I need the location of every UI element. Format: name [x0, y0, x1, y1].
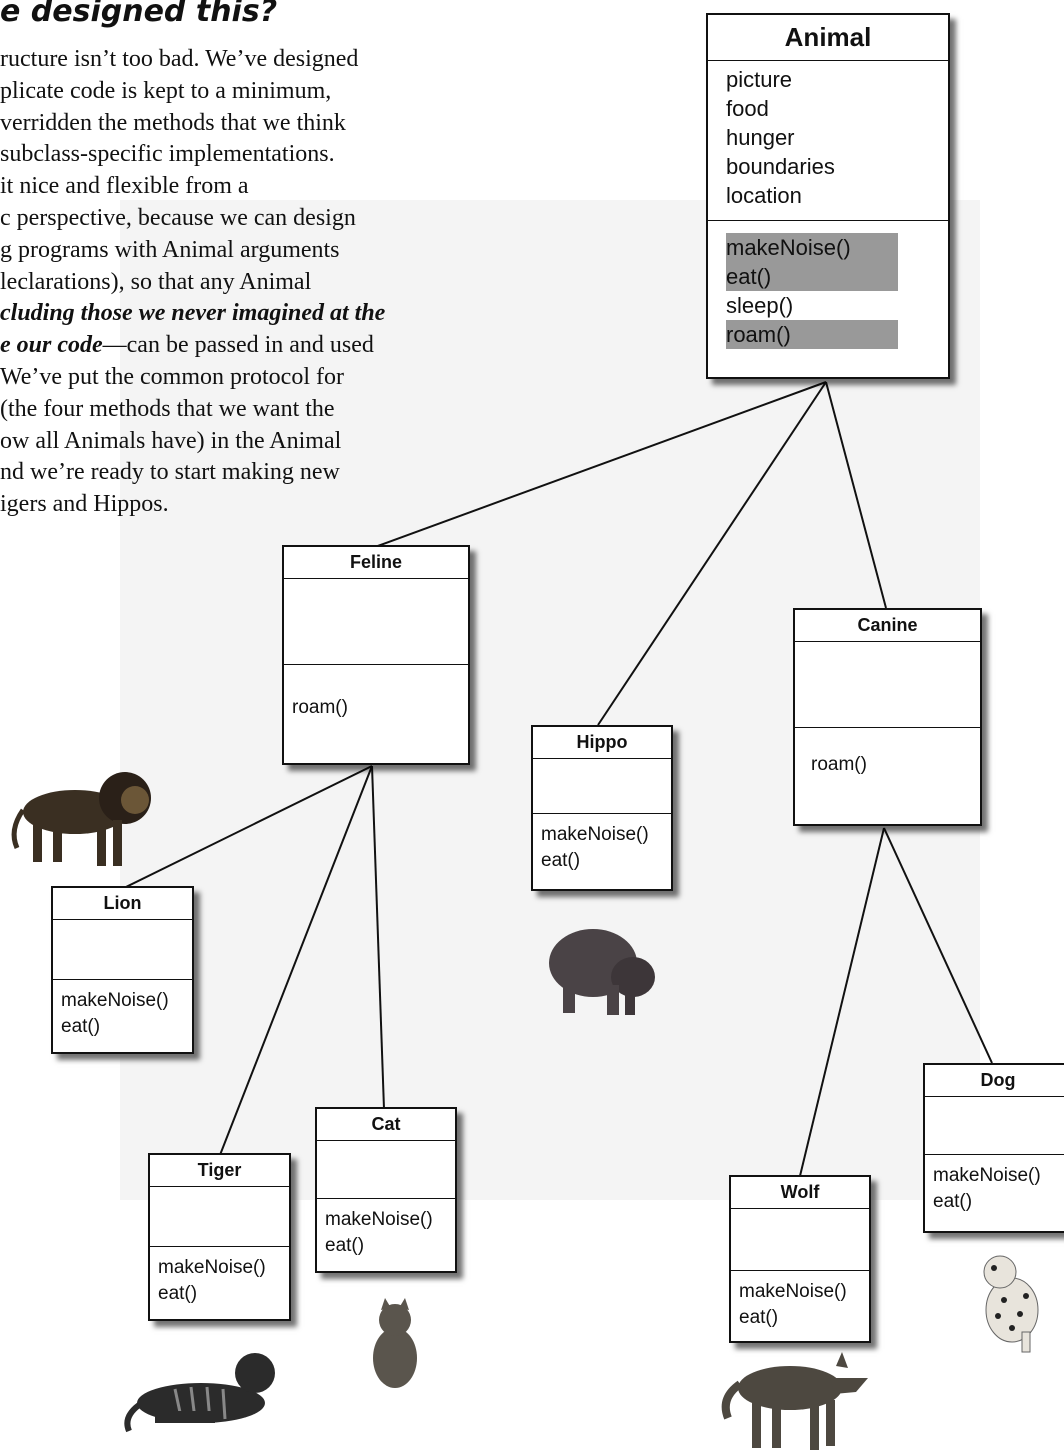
class-box-feline: Feline roam()	[282, 545, 470, 765]
class-box-lion: Lion makeNoise() eat()	[51, 886, 194, 1054]
methods-section: makeNoise() eat()	[150, 1247, 289, 1307]
attributes-section	[317, 1141, 455, 1199]
attributes-section	[795, 642, 980, 728]
methods-section: makeNoise() eat() sleep() roam()	[708, 221, 948, 349]
intro-line: c perspective, because we can design	[0, 204, 356, 231]
link-feline-cat	[371, 765, 385, 1110]
attributes-section: picture food hunger boundaries location	[708, 61, 948, 221]
intro-line: igers and Hippos.	[0, 491, 169, 518]
intro-line: ructure isn’t too bad. We’ve designed	[0, 46, 359, 72]
method: makeNoise()	[933, 1165, 1041, 1186]
attributes-section	[53, 920, 192, 980]
method: makeNoise()	[739, 1281, 847, 1302]
method: eat()	[541, 850, 581, 871]
class-name: Animal	[708, 15, 948, 61]
method: eat()	[158, 1283, 198, 1304]
methods-section: roam()	[284, 665, 468, 721]
method: makeNoise()	[158, 1257, 266, 1278]
section-heading: e designed this?	[0, 0, 278, 29]
class-box-animal: Animal picture food hunger boundaries lo…	[706, 13, 950, 379]
method: eat()	[325, 1235, 365, 1256]
intro-paragraph: ructure isn’t too bad. We’ve designed pl…	[0, 44, 440, 521]
class-box-hippo: Hippo makeNoise() eat()	[531, 725, 673, 891]
link-canine-wolf	[799, 827, 885, 1177]
method-highlighted: eat()	[726, 262, 898, 291]
emphasis-text: cluding those we never imagined at the	[0, 300, 386, 327]
attributes-section	[284, 579, 468, 665]
link-feline-lion	[123, 765, 373, 889]
attribute: boundaries	[726, 154, 835, 179]
intro-line: nd we’re ready to start making new	[0, 459, 340, 486]
attributes-section	[150, 1187, 289, 1247]
wolf-image	[721, 1352, 868, 1450]
dog-image	[983, 1255, 1039, 1353]
intro-line-rest: —can be passed in and used	[102, 332, 374, 359]
attribute: hunger	[726, 125, 795, 150]
class-name: Cat	[317, 1109, 455, 1141]
attribute: picture	[726, 67, 793, 92]
methods-section: makeNoise() eat()	[731, 1271, 869, 1331]
link-canine-dog	[883, 827, 993, 1064]
intro-line: cluding those we never imagined at the	[0, 298, 440, 330]
class-name: Feline	[284, 547, 468, 579]
attributes-section	[533, 759, 671, 814]
intro-line: verridden the methods that we think	[0, 109, 346, 136]
attributes-section	[731, 1209, 869, 1271]
class-box-cat: Cat makeNoise() eat()	[315, 1107, 457, 1273]
method: eat()	[933, 1191, 973, 1212]
link-animal-canine	[825, 381, 887, 609]
method-highlighted: makeNoise()	[726, 233, 898, 262]
intro-line: (the four methods that we want the	[0, 395, 335, 422]
intro-line: it nice and flexible from a	[0, 173, 249, 200]
methods-section: makeNoise() eat()	[533, 814, 671, 874]
method-highlighted: roam()	[726, 320, 898, 349]
attribute: location	[726, 183, 802, 208]
method: makeNoise()	[541, 824, 649, 845]
method: eat()	[61, 1016, 101, 1037]
link-animal-hippo	[597, 381, 827, 726]
intro-line: We’ve put the common protocol for	[0, 363, 344, 390]
intro-line: subclass-specific implementations.	[0, 141, 335, 168]
attribute: food	[726, 96, 769, 121]
method: roam()	[292, 697, 348, 718]
intro-line: leclarations), so that any Animal	[0, 268, 312, 295]
method: makeNoise()	[325, 1209, 433, 1230]
method: sleep()	[726, 293, 794, 318]
class-box-canine: Canine roam()	[793, 608, 982, 826]
class-name: Lion	[53, 888, 192, 920]
attributes-section	[925, 1097, 1064, 1155]
intro-line: plicate code is kept to a minimum,	[0, 77, 332, 104]
methods-section: makeNoise() eat()	[317, 1199, 455, 1259]
emphasis-text: e our code	[0, 332, 103, 359]
methods-section: roam()	[795, 728, 980, 778]
intro-line: ow all Animals have) in the Animal	[0, 427, 342, 454]
method: roam()	[811, 754, 867, 775]
link-animal-feline	[374, 381, 827, 548]
intro-line: e our code—can be passed in and used	[0, 330, 440, 362]
class-box-dog: Dog makeNoise() eat()	[923, 1063, 1064, 1233]
class-name: Dog	[925, 1065, 1064, 1097]
hippo-image	[549, 929, 655, 1015]
class-name: Canine	[795, 610, 980, 642]
class-name: Tiger	[150, 1155, 289, 1187]
link-feline-tiger	[219, 765, 373, 1156]
class-name: Wolf	[731, 1177, 869, 1209]
method: eat()	[739, 1307, 779, 1328]
class-box-tiger: Tiger makeNoise() eat()	[148, 1153, 291, 1321]
methods-section: makeNoise() eat()	[53, 980, 192, 1040]
cat-image	[373, 1298, 417, 1388]
class-name: Hippo	[533, 727, 671, 759]
lion-image	[11, 772, 151, 866]
intro-line: g programs with Animal arguments	[0, 236, 340, 263]
tiger-image	[124, 1353, 275, 1433]
method: makeNoise()	[61, 990, 169, 1011]
class-box-wolf: Wolf makeNoise() eat()	[729, 1175, 871, 1343]
methods-section: makeNoise() eat()	[925, 1155, 1064, 1215]
